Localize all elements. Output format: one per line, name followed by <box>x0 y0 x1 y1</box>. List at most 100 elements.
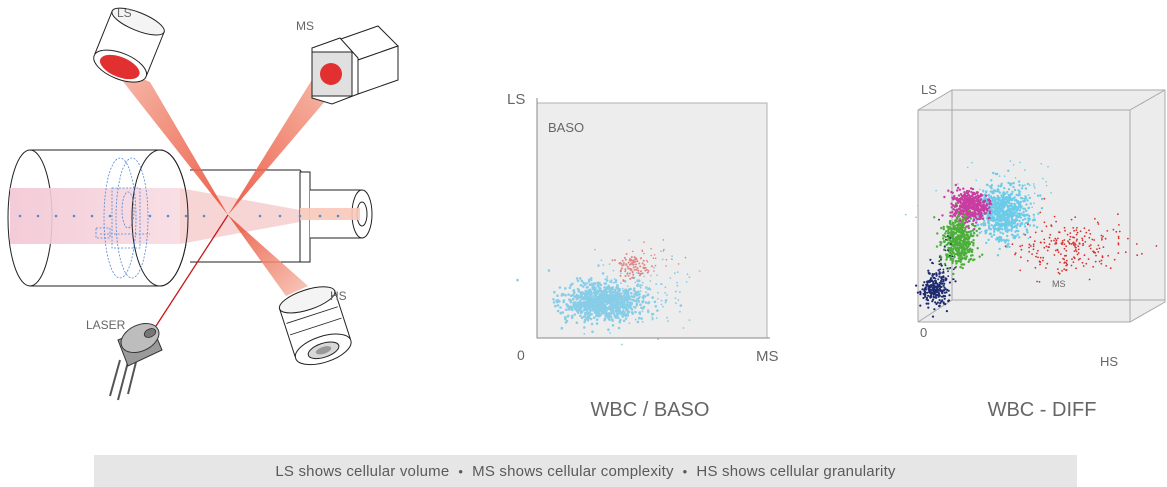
diff-red-scatter-dot <box>1046 262 1049 265</box>
diff-green-cluster-dot <box>968 236 971 239</box>
diff-red-scatter-dot <box>1074 243 1077 246</box>
diff-magenta-cluster-dot <box>983 199 987 202</box>
diff-green-cluster-dot <box>968 209 971 212</box>
diff-green-cluster-dot <box>970 230 973 233</box>
diff-cyan-scatter-dot <box>1008 212 1011 214</box>
diff-navy-scatter-dot <box>944 249 947 252</box>
diff-navy-cluster-dot <box>919 293 922 296</box>
diff-cyan-cluster-dot <box>1013 219 1016 222</box>
diff-cyan-cluster-dot <box>997 218 1001 221</box>
diff-cyan-cluster-dot <box>995 223 999 227</box>
baso-spread-dot <box>602 264 605 266</box>
baso-baso-scatter-dot <box>665 265 667 267</box>
diff-green-cluster-dot <box>939 243 942 247</box>
baso-spread-dot <box>617 291 619 294</box>
diff-navy-cluster-dot <box>925 302 928 305</box>
baso-main-cluster-dot <box>612 304 616 307</box>
diff-magenta-cluster-dot <box>967 213 971 216</box>
diff-cyan-cluster-dot <box>1015 210 1018 213</box>
diff-magenta-cluster-dot <box>958 188 962 191</box>
baso-main-cluster-dot <box>610 296 613 300</box>
diff-magenta-cluster-dot <box>976 209 979 212</box>
diff-cyan-cluster-dot <box>996 236 999 240</box>
diff-magenta-cluster-dot <box>957 198 960 201</box>
diff-magenta-cluster-dot <box>964 209 967 212</box>
diff-navy-scatter-dot <box>947 270 949 273</box>
diff-cyan-cluster-dot <box>1026 221 1030 225</box>
diff-cube-background <box>918 90 1165 322</box>
diff-cyan-cluster-dot <box>985 231 988 234</box>
diff-navy-scatter-dot <box>939 268 942 271</box>
baso-spread-dot <box>615 286 618 288</box>
baso-main-cluster-dot <box>620 295 623 298</box>
diff-red-scatter-dot <box>1064 229 1066 232</box>
diff-navy-cluster-dot <box>923 290 927 293</box>
diff-cyan-cluster-dot <box>1012 181 1015 185</box>
diff-navy-scatter-dot <box>940 258 942 261</box>
diff-magenta-cluster-dot <box>963 191 966 194</box>
diff-magenta-cluster-dot <box>953 194 956 198</box>
diff-cyan-cluster-dot <box>985 229 988 232</box>
diff-red-scatter-dot <box>1061 241 1064 244</box>
baso-spread-dot <box>679 291 681 294</box>
diff-red-scatter-dot <box>1069 235 1072 238</box>
diff-navy-cluster-dot <box>929 295 933 299</box>
diff-navy-scatter-dot <box>946 267 949 270</box>
diff-magenta-cluster-dot <box>969 195 972 198</box>
diff-green-cluster-dot <box>959 238 962 242</box>
diff-cyan-cluster-dot <box>1025 214 1028 217</box>
baso-baso-cluster-dot <box>619 261 622 264</box>
diff-cyan-scatter-dot <box>1019 161 1021 164</box>
diff-cyan-scatter-dot <box>935 189 937 192</box>
diff-cyan-cluster-dot <box>1005 196 1008 199</box>
diff-magenta-cluster-dot <box>988 206 991 209</box>
diff-cyan-cluster-dot <box>1018 209 1022 212</box>
diff-cyan-scatter-dot <box>999 204 1002 207</box>
diff-cyan-cluster-dot <box>1003 217 1006 220</box>
diff-navy-scatter-dot <box>931 286 934 289</box>
baso-spread-dot <box>657 291 659 294</box>
baso-spread-dot <box>605 290 607 293</box>
diff-red-scatter-dot <box>1081 261 1084 264</box>
baso-main-cluster-dot <box>609 287 613 291</box>
baso-main-cluster-dot <box>609 293 612 297</box>
baso-spread-dot <box>650 274 652 277</box>
baso-main-cluster-dot <box>564 321 568 324</box>
diff-cyan-cluster-dot <box>1021 197 1024 200</box>
baso-spread-dot <box>657 338 659 340</box>
diff-red-scatter-dot <box>1072 261 1075 263</box>
diff-cyan-scatter-dot <box>1040 163 1042 165</box>
diff-navy-cluster-dot <box>934 301 937 304</box>
baso-spread-dot <box>655 317 658 319</box>
baso-main-cluster-dot <box>591 295 594 298</box>
baso-main-cluster-dot <box>607 285 611 289</box>
baso-spread-dot <box>613 281 615 284</box>
diff-green-cluster-dot <box>953 244 956 247</box>
baso-main-cluster-dot <box>547 269 551 272</box>
diff-green-cluster-dot <box>958 234 961 237</box>
diff-green-cluster-dot <box>953 224 956 227</box>
diff-magenta-cluster-dot <box>965 200 968 203</box>
diff-green-cluster-dot <box>973 258 976 261</box>
baso-spread-dot <box>652 313 655 316</box>
diff-cyan-cluster-dot <box>1026 199 1029 202</box>
diff-cyan-cluster-dot <box>1006 200 1009 204</box>
diff-cyan-cluster-dot <box>997 222 1001 226</box>
diff-green-cluster-dot <box>947 227 950 230</box>
baso-main-cluster-dot <box>620 304 623 308</box>
baso-spread-dot <box>656 274 658 277</box>
diff-green-cluster-dot <box>954 259 957 263</box>
baso-spread-dot <box>608 263 611 265</box>
baso-spread-dot <box>662 305 664 308</box>
baso-baso-cluster-dot <box>632 273 635 276</box>
baso-spread-dot <box>619 295 622 298</box>
diff-red-scatter-dot <box>1063 243 1066 246</box>
baso-main-cluster-dot <box>560 326 564 330</box>
diff-red-scatter-dot <box>1073 250 1076 253</box>
baso-baso-cluster-dot <box>631 271 634 274</box>
diff-red-scatter-dot <box>1075 267 1077 270</box>
baso-spread-dot <box>641 284 643 287</box>
baso-main-cluster-dot <box>589 317 593 321</box>
diff-cyan-cluster-dot <box>992 215 995 218</box>
diff-red-scatter-dot <box>1061 240 1064 242</box>
